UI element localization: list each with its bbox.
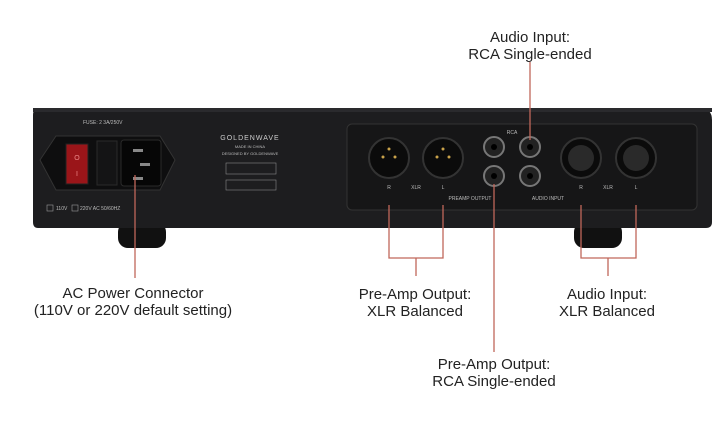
xlr-audio-input-r[interactable] (560, 137, 602, 179)
callout-ac-title: AC Power Connector (63, 285, 204, 302)
xlr-in-r-label: R (579, 185, 583, 191)
callout-rca-input-sub: RCA Single-ended (468, 46, 591, 63)
xlr-out-label: XLR (411, 185, 421, 191)
right-foot (574, 222, 622, 248)
brand-name: GOLDENWAVE (220, 135, 279, 142)
rca-label: RCA (507, 130, 518, 136)
callout-rca-preamp-sub: RCA Single-ended (432, 373, 555, 390)
svg-text:I: I (76, 171, 78, 178)
power-switch[interactable] (65, 143, 89, 185)
xlr-in-l-label: L (635, 185, 638, 191)
svg-text:O: O (74, 155, 80, 162)
xlr-out-l-label: L (442, 185, 445, 191)
rca-audio-input-l[interactable] (519, 165, 541, 187)
callout-xlr-preamp-title: Pre-Amp Output: (359, 286, 472, 303)
left-foot (118, 222, 166, 248)
preamp-output-label: PREAMP OUTPUT (449, 196, 492, 202)
rca-preamp-output-l[interactable] (483, 165, 505, 187)
callout-xlr-preamp-sub: XLR Balanced (367, 303, 463, 320)
rca-preamp-output-r[interactable] (483, 136, 505, 158)
callout-lines (134, 62, 637, 352)
xlr-out-r-label: R (387, 185, 391, 191)
fuse-holder (96, 140, 118, 186)
xlr-preamp-output-l[interactable] (422, 137, 464, 179)
audio-input-label: AUDIO INPUT (532, 196, 564, 202)
voltage-110-label: 110V (56, 206, 68, 212)
spec-label (225, 162, 277, 175)
xlr-in-label: XLR (603, 185, 613, 191)
fuse-label: FUSE: 2 3A/250V (83, 120, 123, 126)
callout-rca-preamp-title: Pre-Amp Output: (438, 356, 551, 373)
made-in-label: MADE IN CHINA (235, 144, 266, 149)
rca-audio-input-r[interactable] (519, 136, 541, 158)
designed-by-label: DESIGNED BY GOLDENWAVE (222, 151, 279, 156)
callout-xlr-input-title: Audio Input: (567, 286, 647, 303)
voltage-220-label: 220V AC 50/60HZ (80, 206, 120, 212)
callout-ac-sub: (110V or 220V default setting) (34, 302, 232, 319)
xlr-preamp-output-r[interactable] (368, 137, 410, 179)
callout-rca-input-title: Audio Input: (490, 29, 570, 46)
callout-xlr-input-sub: XLR Balanced (559, 303, 655, 320)
warning-label (225, 179, 277, 191)
xlr-audio-input-l[interactable] (615, 137, 657, 179)
